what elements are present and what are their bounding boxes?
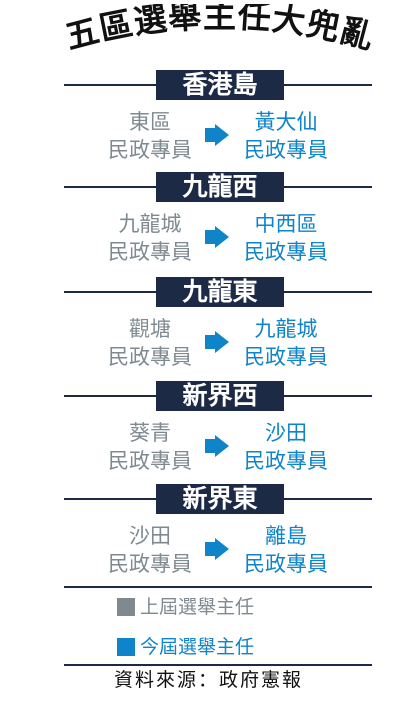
region-label: 九龍東: [156, 277, 284, 307]
previous-district: 九龍城: [118, 212, 182, 236]
previous-district: 葵青: [129, 421, 171, 445]
current-officer: 黃大仙 民政專員: [232, 108, 340, 164]
legend-label-current: 今屆選舉主任: [140, 636, 255, 658]
previous-role: 民政專員: [108, 449, 192, 473]
title-text: 五區選舉主任大兜亂: [61, 4, 378, 57]
current-role: 民政專員: [244, 240, 328, 264]
current-district: 黃大仙: [254, 110, 318, 134]
section-kowloon-east: 九龍東 觀塘 民政專員 九龍城 民政專員: [0, 277, 419, 382]
divider: [64, 664, 372, 666]
page-title: 五區選舉主任大兜亂: [40, 4, 400, 74]
previous-district: 沙田: [129, 524, 171, 548]
section-kowloon-west: 九龍西 九龍城 民政專員 中西區 民政專員: [0, 172, 419, 277]
arrow-right-icon: [205, 538, 229, 560]
arrow-right-icon: [205, 435, 229, 457]
source-note: 資料來源：政府憲報: [114, 669, 304, 691]
legend-swatch-current: [117, 638, 135, 656]
region-label: 香港島: [156, 70, 284, 100]
legend-label-previous: 上屆選舉主任: [140, 596, 255, 618]
region-label: 新界西: [156, 381, 284, 411]
arrow-right-icon: [205, 331, 229, 353]
previous-officer: 沙田 民政專員: [92, 522, 208, 578]
section-new-territories-west: 新界西 葵青 民政專員 沙田 民政專員: [0, 381, 419, 486]
previous-officer: 觀塘 民政專員: [92, 315, 208, 371]
previous-role: 民政專員: [108, 138, 192, 162]
current-officer: 沙田 民政專員: [232, 419, 340, 475]
current-role: 民政專員: [244, 449, 328, 473]
current-officer: 離島 民政專員: [232, 522, 340, 578]
current-officer: 中西區 民政專員: [232, 210, 340, 266]
previous-officer: 東區 民政專員: [92, 108, 208, 164]
section-new-territories-east: 新界東 沙田 民政專員 離島 民政專員: [0, 484, 419, 589]
divider: [64, 586, 372, 588]
previous-role: 民政專員: [108, 345, 192, 369]
current-officer: 九龍城 民政專員: [232, 315, 340, 371]
legend-swatch-previous: [117, 598, 135, 616]
svg-text:五區選舉主任大兜亂: 五區選舉主任大兜亂: [61, 4, 379, 57]
previous-officer: 葵青 民政專員: [92, 419, 208, 475]
current-district: 九龍城: [254, 317, 318, 341]
current-district: 沙田: [265, 421, 307, 445]
section-hong-kong-island: 香港島 東區 民政專員 黃大仙 民政專員: [0, 70, 419, 175]
current-role: 民政專員: [244, 345, 328, 369]
previous-role: 民政專員: [108, 552, 192, 576]
previous-role: 民政專員: [108, 240, 192, 264]
current-district: 中西區: [254, 212, 318, 236]
arrow-right-icon: [205, 124, 229, 146]
region-label: 九龍西: [156, 172, 284, 202]
current-role: 民政專員: [244, 138, 328, 162]
current-district: 離島: [265, 524, 307, 548]
previous-district: 東區: [129, 110, 171, 134]
previous-officer: 九龍城 民政專員: [92, 210, 208, 266]
previous-district: 觀塘: [129, 317, 171, 341]
arrow-right-icon: [205, 226, 229, 248]
current-role: 民政專員: [244, 552, 328, 576]
region-label: 新界東: [156, 484, 284, 514]
